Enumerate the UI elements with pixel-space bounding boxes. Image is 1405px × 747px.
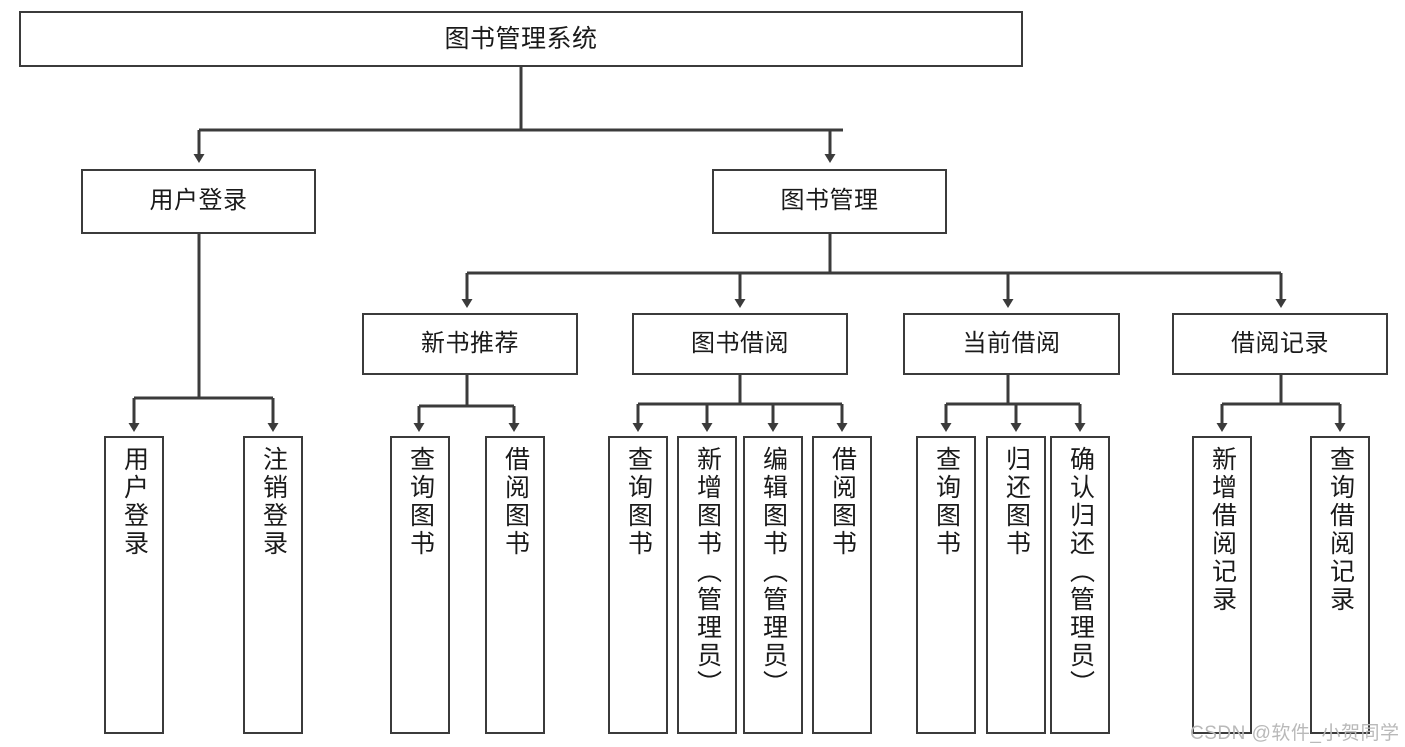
node-book-management-label: 图书管理 xyxy=(780,187,879,215)
node-leaf-user-login-label: 用户登录 xyxy=(120,446,149,558)
node-leaf-query-book-borrow-label: 查询图书 xyxy=(624,446,653,558)
node-leaf-edit-book-admin[interactable]: 编辑图书（管理员） xyxy=(743,436,803,734)
node-book-borrow[interactable]: 图书借阅 xyxy=(632,313,848,375)
node-root[interactable]: 图书管理系统 xyxy=(19,11,1023,67)
node-leaf-borrow-book[interactable]: 借阅图书 xyxy=(812,436,872,734)
node-user-login-label: 用户登录 xyxy=(149,187,248,215)
node-root-label: 图书管理系统 xyxy=(444,25,598,53)
watermark: CSDN @软件_小贺同学 xyxy=(1190,723,1400,744)
node-leaf-query-book-current[interactable]: 查询图书 xyxy=(916,436,976,734)
node-current-borrow[interactable]: 当前借阅 xyxy=(903,313,1120,375)
node-leaf-borrow-book-recommend-label: 借阅图书 xyxy=(501,446,530,558)
node-leaf-add-borrow-record-label: 新增借阅记录 xyxy=(1208,446,1237,614)
node-leaf-user-logout-label: 注销登录 xyxy=(259,446,288,558)
node-book-management[interactable]: 图书管理 xyxy=(712,169,947,234)
node-borrow-record[interactable]: 借阅记录 xyxy=(1172,313,1388,375)
node-book-borrow-label: 图书借阅 xyxy=(691,329,789,357)
node-leaf-edit-book-admin-label: 编辑图书（管理员） xyxy=(759,446,788,698)
node-new-book-recommend-label: 新书推荐 xyxy=(421,329,519,357)
node-leaf-borrow-book-recommend[interactable]: 借阅图书 xyxy=(485,436,545,734)
node-leaf-return-book-label: 归还图书 xyxy=(1002,446,1031,558)
node-leaf-return-book[interactable]: 归还图书 xyxy=(986,436,1046,734)
node-current-borrow-label: 当前借阅 xyxy=(962,329,1061,357)
node-leaf-query-borrow-record-label: 查询借阅记录 xyxy=(1326,446,1355,614)
node-new-book-recommend[interactable]: 新书推荐 xyxy=(362,313,578,375)
node-leaf-query-book-current-label: 查询图书 xyxy=(932,446,961,558)
node-leaf-query-book-borrow[interactable]: 查询图书 xyxy=(608,436,668,734)
node-leaf-add-borrow-record[interactable]: 新增借阅记录 xyxy=(1192,436,1252,734)
node-leaf-borrow-book-label: 借阅图书 xyxy=(828,446,857,558)
node-user-login[interactable]: 用户登录 xyxy=(81,169,316,234)
node-leaf-user-logout[interactable]: 注销登录 xyxy=(243,436,303,734)
node-leaf-add-book-admin-label: 新增图书（管理员） xyxy=(693,446,722,698)
node-leaf-user-login[interactable]: 用户登录 xyxy=(104,436,164,734)
node-leaf-query-book-recommend[interactable]: 查询图书 xyxy=(390,436,450,734)
node-borrow-record-label: 借阅记录 xyxy=(1231,329,1329,357)
node-leaf-confirm-return-admin-label: 确认归还（管理员） xyxy=(1066,446,1095,698)
node-leaf-add-book-admin[interactable]: 新增图书（管理员） xyxy=(677,436,737,734)
node-leaf-confirm-return-admin[interactable]: 确认归还（管理员） xyxy=(1050,436,1110,734)
node-leaf-query-book-recommend-label: 查询图书 xyxy=(406,446,435,558)
node-leaf-query-borrow-record[interactable]: 查询借阅记录 xyxy=(1310,436,1370,734)
